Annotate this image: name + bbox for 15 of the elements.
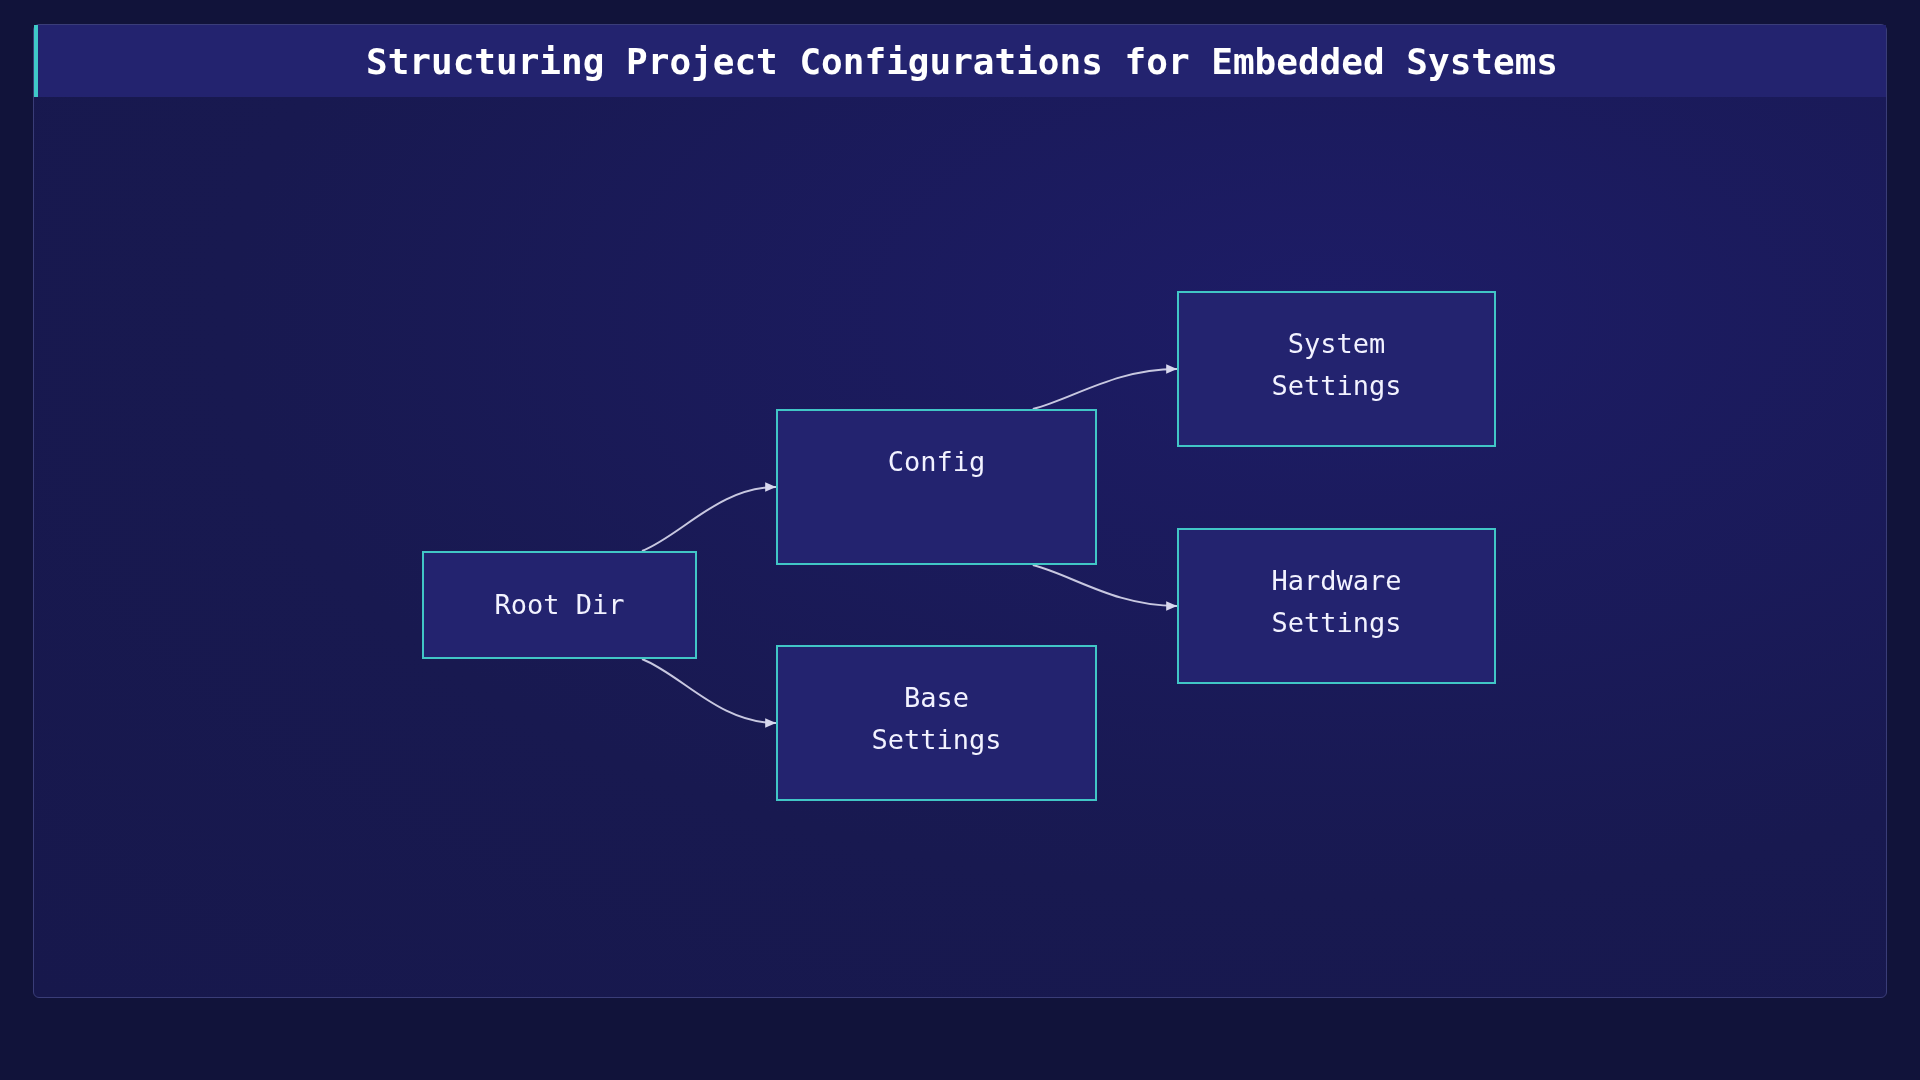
arrow	[1031, 364, 1178, 410]
arrow	[641, 482, 777, 552]
box-label: System Settings	[1270, 327, 1403, 403]
process-box	[776, 409, 1097, 565]
process-box	[1177, 528, 1496, 684]
process-box	[776, 645, 1097, 801]
title: Structuring Project Configurations for Embedded Systems	[365, 40, 1559, 82]
box-label: Root Dir	[494, 588, 625, 622]
box-label: Hardware Settings	[1270, 564, 1403, 640]
process-box	[422, 551, 697, 659]
box-label: Base Settings	[870, 681, 1003, 757]
box-label: Config	[887, 445, 986, 479]
arrow	[1031, 564, 1178, 611]
arrow	[641, 658, 777, 728]
process-box	[1177, 291, 1496, 447]
